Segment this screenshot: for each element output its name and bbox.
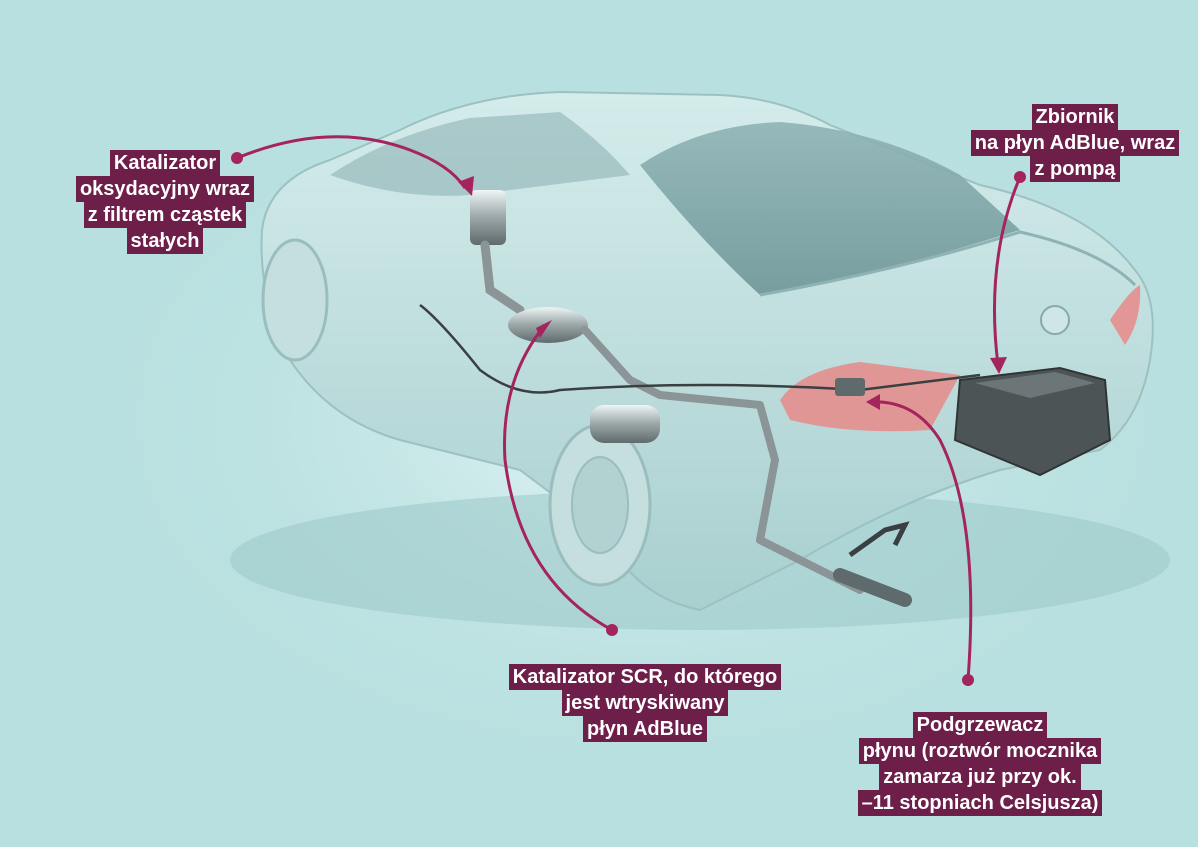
exhaust-system bbox=[419, 190, 1112, 607]
callout-line: Katalizator SCR, do którego bbox=[508, 664, 782, 690]
callout-line: –11 stopniach Celsjusza) bbox=[857, 790, 1103, 816]
callout-line: Podgrzewacz bbox=[912, 712, 1048, 738]
callout-line: z pompą bbox=[1030, 156, 1120, 182]
leader-scr-catalyst bbox=[503, 324, 613, 632]
arrow-oxidation bbox=[458, 176, 474, 196]
callout-oxidation-catalyst: Katalizator oksydacyjny wraz z filtrem c… bbox=[55, 150, 275, 254]
rear-wheel-rim bbox=[571, 456, 629, 554]
callout-line: Katalizator bbox=[109, 150, 221, 176]
muffler-unit bbox=[590, 405, 660, 443]
fluid-heater-unit bbox=[835, 378, 865, 396]
callout-line: jest wtryskiwany bbox=[561, 690, 729, 716]
exhaust-pipe-front bbox=[480, 240, 525, 315]
exhaust-pipe-mid bbox=[581, 326, 864, 594]
leader-dots bbox=[231, 152, 1026, 686]
callout-line: oksydacyjny wraz bbox=[75, 176, 255, 202]
callout-line: Zbiornik bbox=[1031, 104, 1119, 130]
oxidation-catalyst-unit bbox=[470, 190, 506, 245]
trunk-line bbox=[759, 230, 1137, 297]
callout-fluid-heater: Podgrzewacz płynu (roztwór mocznika zama… bbox=[830, 712, 1130, 816]
leader-dot-heater bbox=[962, 674, 974, 686]
callout-line: płyn AdBlue bbox=[583, 716, 707, 742]
leader-dot-scr bbox=[606, 624, 618, 636]
callout-line: na płyn AdBlue, wraz bbox=[970, 130, 1180, 156]
callout-line: stałych bbox=[126, 228, 204, 254]
side-window bbox=[330, 112, 630, 196]
arrow-scr bbox=[536, 320, 552, 338]
tailpipe bbox=[833, 568, 912, 607]
callout-scr-catalyst: Katalizator SCR, do którego jest wtryski… bbox=[490, 664, 800, 742]
arrow-adblue-tank bbox=[990, 357, 1007, 374]
callout-line: płynu (roztwór mocznika bbox=[858, 738, 1102, 764]
rear-window bbox=[640, 122, 1020, 295]
front-wheel bbox=[261, 238, 329, 362]
leader-lines bbox=[236, 135, 1022, 681]
callout-line: z filtrem cząstek bbox=[83, 202, 247, 228]
leader-dot-oxidation bbox=[231, 152, 243, 164]
leader-dot-adblue-tank bbox=[1014, 171, 1026, 183]
brand-badge bbox=[1040, 305, 1070, 335]
arrow-heads bbox=[458, 176, 1007, 410]
callout-adblue-tank: Zbiornik na płyn AdBlue, wraz z pompą bbox=[960, 104, 1190, 182]
leader-adblue-tank bbox=[992, 176, 1022, 366]
leader-fluid-heater bbox=[871, 400, 973, 681]
adblue-tank-unit bbox=[953, 366, 1112, 477]
tail-light-right bbox=[1110, 285, 1141, 345]
arrow-heater bbox=[866, 394, 880, 410]
callout-line: zamarza już przy ok. bbox=[879, 764, 1081, 790]
leader-oxidation-catalyst bbox=[236, 135, 467, 189]
adblue-tank-top bbox=[975, 372, 1095, 398]
adblue-line bbox=[419, 304, 981, 394]
rear-bracket bbox=[848, 521, 910, 558]
